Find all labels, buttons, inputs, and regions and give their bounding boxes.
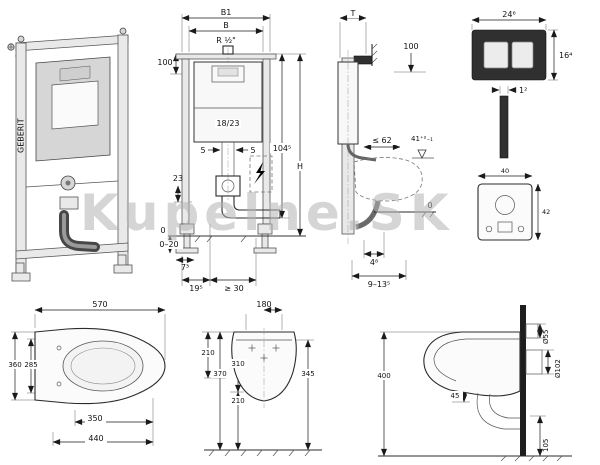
dim-30: ≥ 30 [224,284,243,293]
dim-370: 370 [213,370,226,378]
dim-five-right: 5 [250,146,255,155]
dim-dia102: Ø102 [554,359,562,378]
dim-350: 350 [87,414,102,423]
dim-45: 45 [451,392,460,400]
wc-top-dimension-labels: 570 360 285 350 440 [7,300,108,443]
dimension-lines [167,15,303,283]
protection-box [477,183,533,241]
dimension-lines [205,307,311,451]
wc-front-view: 180 210 370 310 210 345 [196,298,328,465]
dim-210a: 210 [201,349,214,357]
frame-front-view: B1 B R ½" 100 18/23 5 5 104⁵ H 23 0 0–20… [148,4,316,300]
frame-side-view: T 100 ≤ 62 41⁺²₋₁ 0 4⁸ 9–13⁵ [318,4,440,300]
dim-570: 570 [92,300,107,309]
frame-side-drawing [337,43,436,244]
dim-b: B [223,21,229,30]
dim-offset-100: 100 [157,58,172,67]
front-dimension-labels: B1 B R ½" 100 18/23 5 5 104⁵ H 23 0 0–20… [156,8,307,293]
dim-48: 4⁸ [370,258,378,267]
dim-box-width: 40 [501,167,509,175]
dim-400: 400 [377,372,390,380]
plate-dimension-labels: 24⁶ 16⁴ 1² 40 42 [501,10,573,216]
frame-front-drawing [168,45,306,254]
dim-dia55: Ø55 [542,330,550,344]
dim-thread: R ½" [216,36,236,45]
dim-b1: B1 [221,8,232,17]
actuator-plate-front [471,29,547,81]
wall [520,305,526,456]
side-dimension-labels: T 100 ≤ 62 41⁺²₋₁ 0 4⁸ 9–13⁵ [347,9,437,289]
dimension-lines [471,17,557,241]
flush-fitting [59,175,79,210]
dim-plate-height: 16⁴ [559,51,572,60]
wc-top-view: 570 360 285 350 440 [5,298,177,465]
dim-285: 285 [24,361,37,369]
dim-73: 7³ [181,263,189,272]
dim-depth: ≤ 62 [372,136,391,145]
dim-plate-width: 24⁶ [502,10,515,19]
dim-tank: 18/23 [216,119,239,128]
dim-210b: 210 [231,397,244,405]
wc-side-drawing [378,305,572,462]
dim-440: 440 [88,434,103,443]
drain-elbow [59,210,100,252]
dim-195: 19⁵ [189,284,202,293]
dim-9135: 9–13⁵ [368,280,390,289]
wc-side-dimension-labels: 400 45 Ø55 Ø102 105 [375,330,562,452]
dim-t: T [350,9,356,18]
flush-plate-view: 24⁶ 16⁴ 1² 40 42 [452,8,600,257]
actuator-plate-side [499,95,509,159]
geberit-logo: GEBERIT [17,118,26,153]
dim-310: 310 [231,360,244,368]
lightning-icon [254,162,265,184]
wc-front-dimension-labels: 180 210 370 310 210 345 [199,300,317,405]
dim-floor-range: 0–20 [159,240,178,249]
dimension-lines [381,323,551,457]
dim-plate-thickness: 1² [519,86,527,95]
dim-23: 23 [173,174,183,183]
dim-1045: 104⁵ [273,144,291,153]
dim-box-height: 42 [542,208,550,216]
dim-345: 345 [301,370,314,378]
dim-five-left: 5 [200,146,205,155]
frame-feet [11,254,133,282]
dim-offset-100: 100 [403,42,418,51]
dim-180: 180 [256,300,271,309]
wc-top-drawing [34,327,166,405]
frame-perspective-view: GEBERIT [2,25,150,297]
cistern [35,56,111,162]
dim-zero: 0 [160,226,165,235]
dim-41: 41⁺²₋₁ [411,135,433,143]
dim-h: H [297,162,303,171]
wc-front-drawing [204,328,322,457]
dim-zero: 0 [427,201,432,210]
wc-side-view: 400 45 Ø55 Ø102 105 [372,298,582,465]
dim-360: 360 [8,361,21,369]
dim-105: 105 [542,439,550,452]
